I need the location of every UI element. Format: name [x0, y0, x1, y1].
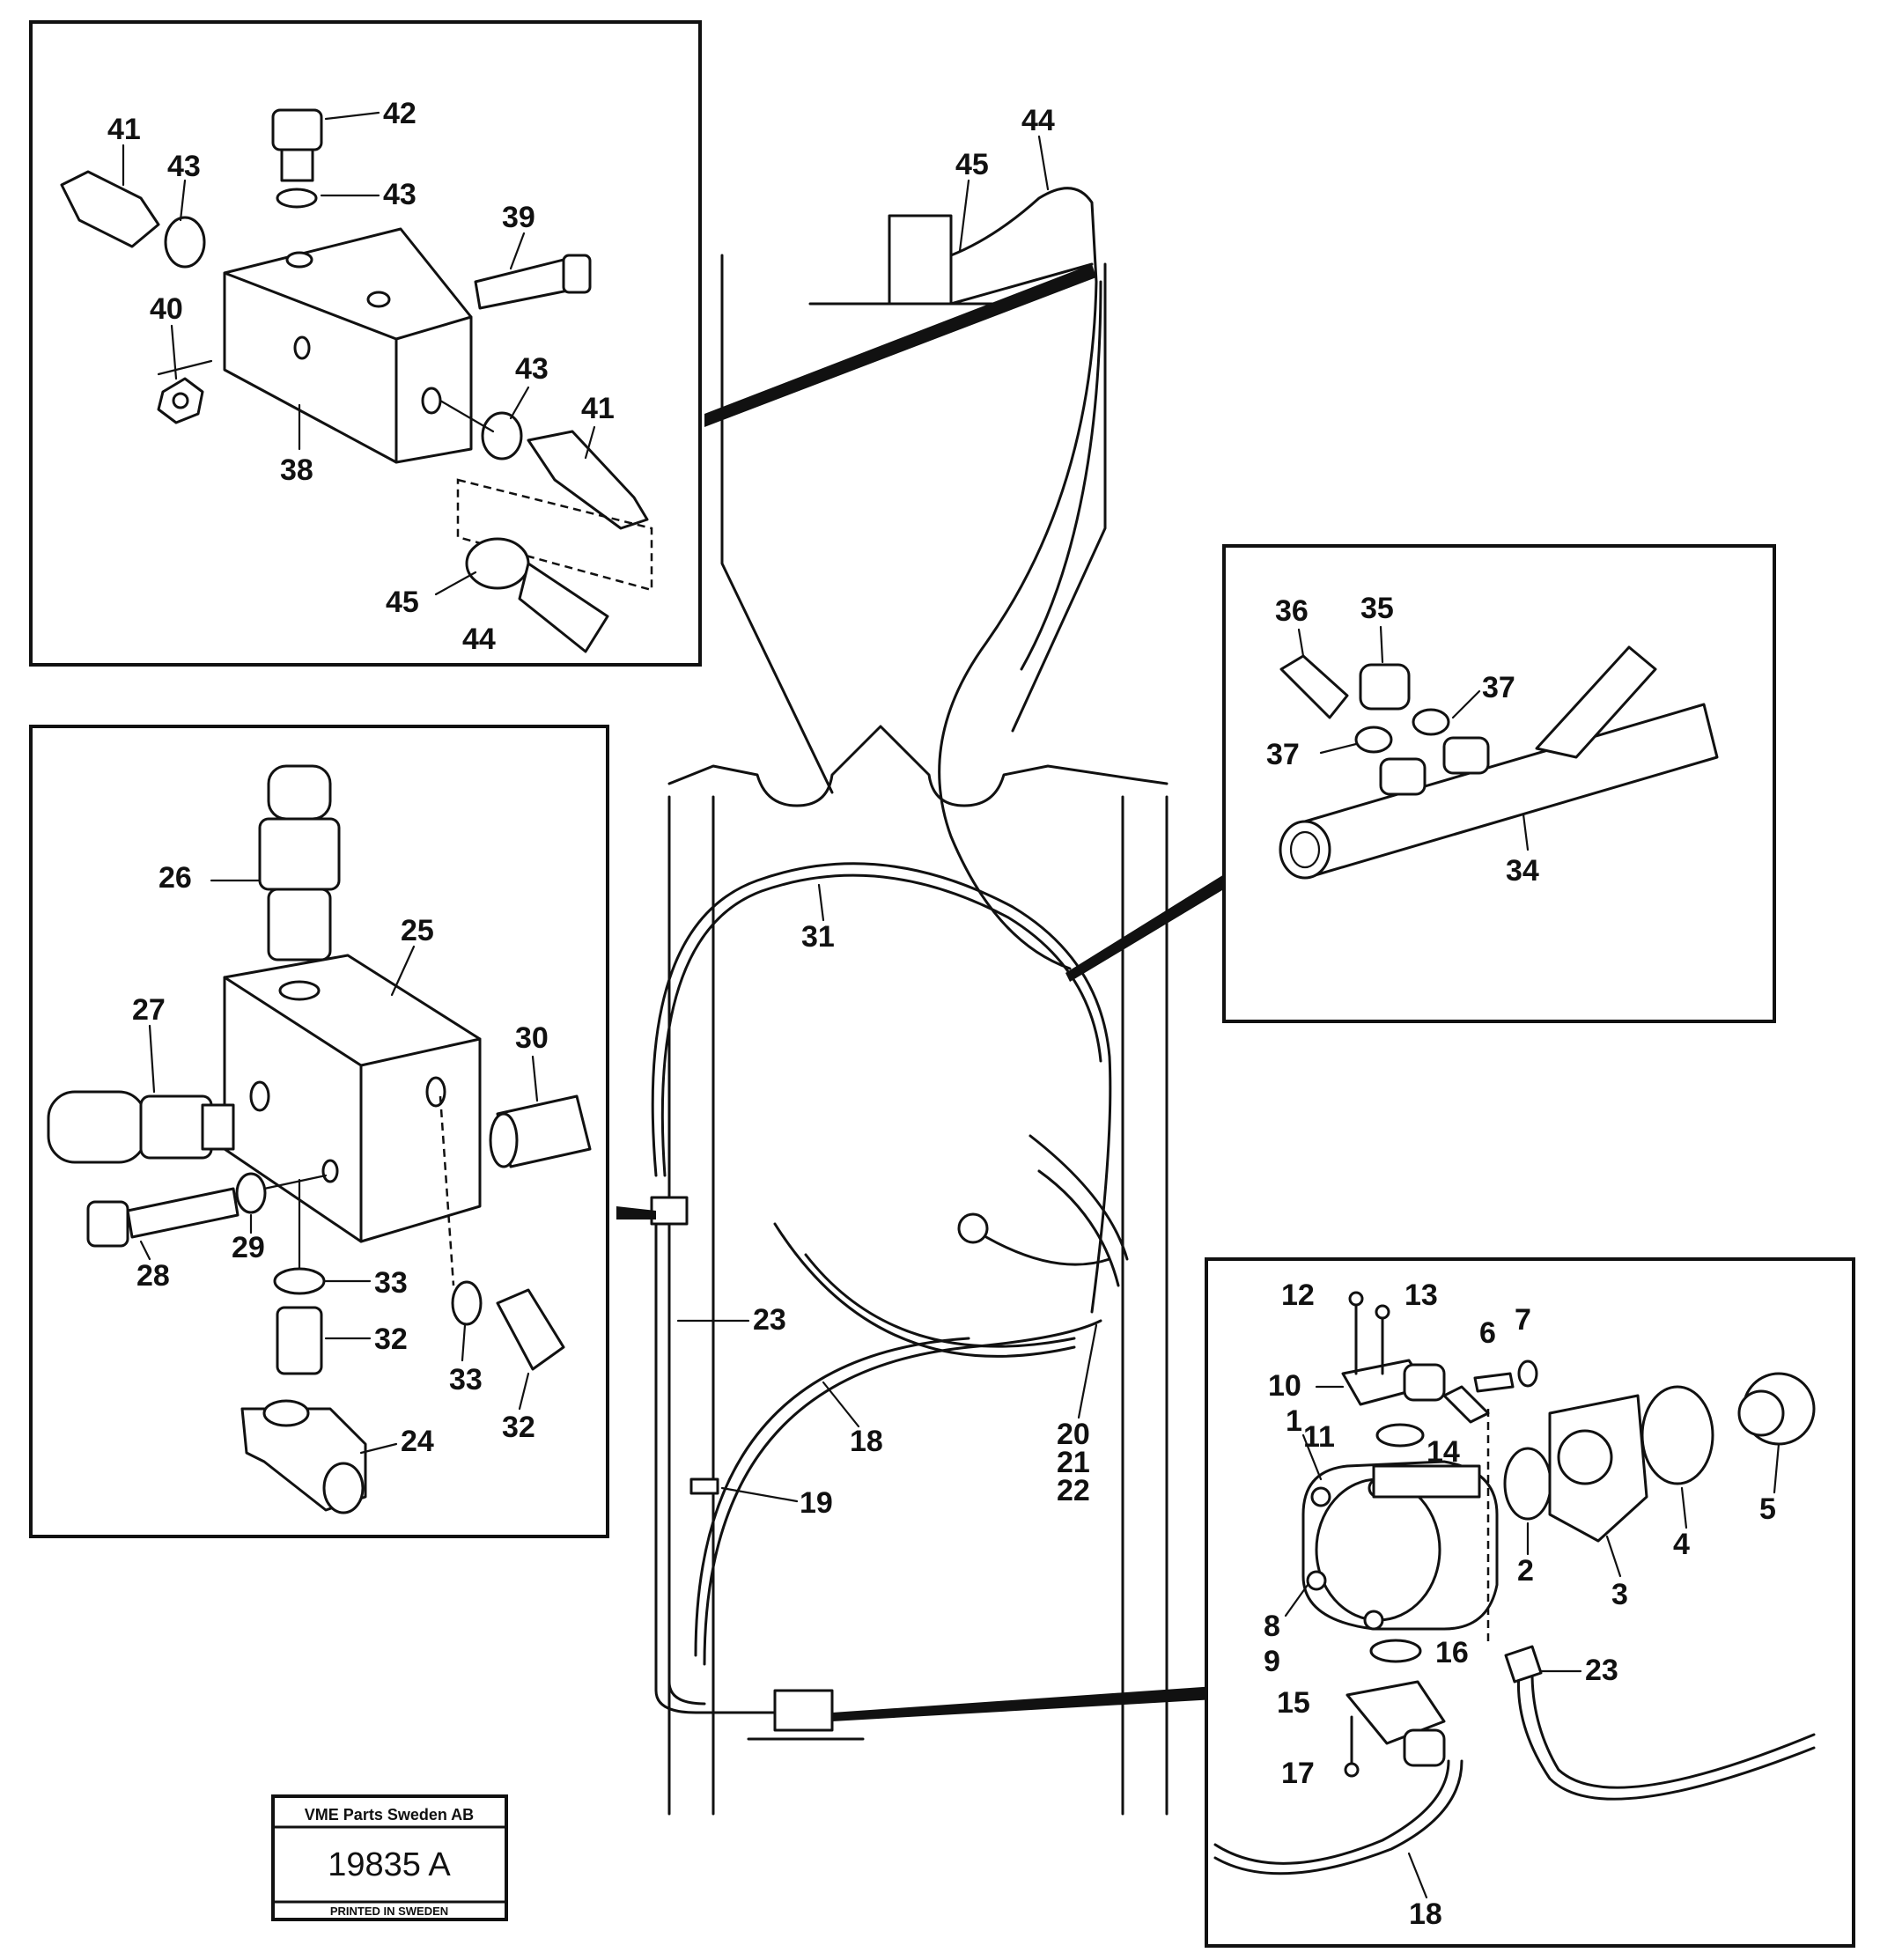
callout-27: 27	[132, 993, 166, 1027]
callout-34: 34	[1506, 854, 1539, 888]
callout-40: 40	[150, 292, 183, 326]
callout-39: 39	[502, 201, 535, 234]
callout-13: 13	[1404, 1278, 1438, 1312]
callout-15: 15	[1277, 1686, 1310, 1720]
callout-24: 24	[401, 1425, 434, 1458]
callout-41: 41	[581, 392, 615, 425]
callout-18: 18	[1409, 1897, 1442, 1931]
callout-9: 9	[1264, 1645, 1280, 1678]
callout-1: 1	[1286, 1404, 1302, 1438]
callout-23: 23	[753, 1303, 786, 1337]
callout-33: 33	[374, 1266, 408, 1300]
callout-22: 22	[1057, 1474, 1090, 1507]
callout-3: 3	[1611, 1578, 1628, 1611]
callout-8: 8	[1264, 1610, 1280, 1643]
title-stamp: VME Parts Sweden AB 19835 A PRINTED IN S…	[271, 1794, 508, 1921]
callout-6: 6	[1479, 1316, 1496, 1350]
callout-17: 17	[1281, 1757, 1315, 1790]
stamp-company: VME Parts Sweden AB	[305, 1806, 474, 1824]
callout-19: 19	[800, 1486, 833, 1520]
callout-25: 25	[401, 914, 434, 947]
stamp-drawing-number: 19835 A	[328, 1846, 451, 1883]
callout-31: 31	[801, 920, 835, 954]
callout-18: 18	[850, 1425, 883, 1458]
callout-44: 44	[1021, 104, 1055, 137]
callout-20: 20	[1057, 1418, 1090, 1451]
callout-38: 38	[280, 453, 313, 487]
callout-29: 29	[232, 1231, 265, 1264]
stamp-printed: PRINTED IN SWEDEN	[330, 1905, 448, 1918]
callout-42: 42	[383, 97, 417, 130]
callout-44: 44	[462, 623, 496, 656]
callout-23: 23	[1585, 1654, 1618, 1687]
callout-5: 5	[1759, 1492, 1776, 1526]
callout-14: 14	[1427, 1435, 1460, 1469]
callout-36: 36	[1275, 594, 1309, 628]
callout-45: 45	[955, 148, 989, 181]
callout-30: 30	[515, 1021, 549, 1055]
callout-37: 37	[1482, 671, 1515, 704]
callout-43: 43	[515, 352, 549, 386]
callout-16: 16	[1435, 1636, 1469, 1669]
callout-4: 4	[1673, 1528, 1690, 1561]
inset-right-upper: 36 35 37 37 34	[1222, 544, 1776, 1023]
callout-2: 2	[1517, 1554, 1534, 1588]
inset-top-left: 41 42 43 43 39 40 43 41 38 45 44	[29, 20, 702, 667]
callout-35: 35	[1360, 592, 1394, 625]
callout-37: 37	[1266, 738, 1300, 771]
callout-41: 41	[107, 113, 141, 146]
callout-21: 21	[1057, 1446, 1090, 1479]
callout-28: 28	[136, 1259, 170, 1293]
callout-7: 7	[1515, 1303, 1531, 1337]
callout-32: 32	[502, 1411, 535, 1444]
main-view	[616, 187, 1231, 1816]
inset-right-lower: 12 13 6 7 10 11 14 1 5 4 2 3 8 9 16 23 1…	[1205, 1257, 1855, 1948]
callout-45: 45	[386, 586, 419, 619]
callout-10: 10	[1268, 1369, 1301, 1403]
callout-43: 43	[167, 150, 201, 183]
callout-33: 33	[449, 1363, 483, 1396]
callout-12: 12	[1281, 1278, 1315, 1312]
callout-26: 26	[159, 861, 192, 895]
inset-mid-left: 26 25 27 30 28 29 33 32 33 32 24	[29, 725, 609, 1538]
callout-43: 43	[383, 178, 417, 211]
callout-32: 32	[374, 1323, 408, 1356]
main-callouts: 44 45 31 23 18 19 20 21 22	[676, 104, 1098, 1520]
